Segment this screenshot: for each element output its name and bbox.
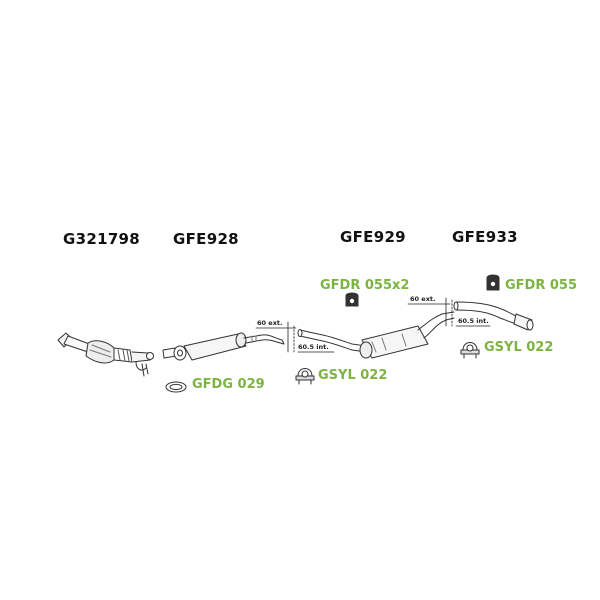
part-code-g321798[interactable]: G321798: [63, 230, 141, 248]
part-code-gfe933[interactable]: GFE933: [452, 228, 518, 246]
accessory-code-gfdr-055[interactable]: GFDR 055: [505, 278, 578, 293]
dimension-label-ext-right: 60 ext.: [410, 295, 436, 303]
rubber-mount-icon[interactable]: [345, 292, 359, 307]
dimension-label-int-right: 60.5 int.: [458, 317, 489, 325]
accessory-code-gsyl-022[interactable]: GSYL 022: [318, 368, 388, 383]
gasket-ring-icon[interactable]: [165, 381, 187, 393]
centre-silencer-part[interactable]: [297, 311, 455, 359]
dimension-marker-left: [255, 321, 335, 353]
catalytic-converter-part[interactable]: [57, 332, 154, 377]
pipe-clamp-icon[interactable]: [295, 368, 315, 385]
front-silencer-part[interactable]: [162, 332, 285, 361]
rear-tailpipe-part[interactable]: [453, 301, 534, 331]
rubber-mount-icon-right[interactable]: [486, 274, 500, 291]
dimension-marker-right: [407, 297, 491, 327]
dimension-label-ext: 60 ext.: [257, 319, 283, 327]
accessory-code-gfdg-029[interactable]: GFDG 029: [192, 377, 265, 392]
pipe-clamp-icon-right[interactable]: [460, 342, 480, 359]
part-code-gfe929[interactable]: GFE929: [340, 228, 406, 246]
part-code-gfe928[interactable]: GFE928: [173, 230, 239, 248]
dimension-label-int: 60.5 int.: [298, 343, 329, 351]
accessory-code-gfdr-055x2[interactable]: GFDR 055x2: [320, 278, 410, 293]
accessory-code-gsyl-022-right[interactable]: GSYL 022: [484, 340, 554, 355]
